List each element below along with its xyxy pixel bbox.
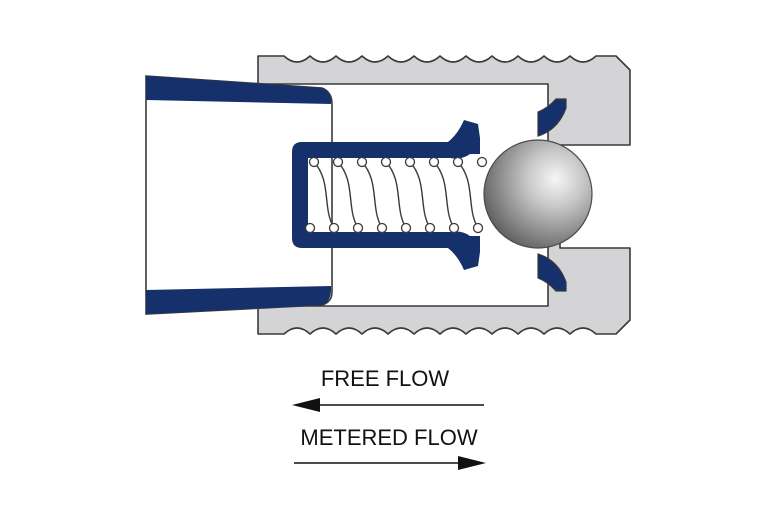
spring-coil-end (380, 156, 392, 168)
spring-coil-end (400, 222, 412, 234)
check-ball (483, 139, 593, 249)
spring-coil-end (332, 156, 344, 168)
spring-coil-end (428, 156, 440, 168)
spring-coil-end (308, 156, 320, 168)
spring-coil (337, 161, 359, 229)
spring-coil-end (452, 156, 464, 168)
inlet-tube-wall-top (146, 76, 332, 104)
arrow-right-icon (294, 456, 486, 470)
spring-coil (361, 161, 383, 229)
seat-seal-bottom (537, 253, 567, 292)
spring-coil-end (328, 222, 340, 234)
spring-coil-end (376, 222, 388, 234)
spring-coil-end (448, 222, 460, 234)
spring-coil (409, 161, 431, 229)
arrow-left-icon (292, 398, 484, 412)
seat-seal-top (537, 98, 567, 137)
spring-coil-end (476, 156, 488, 168)
compression-spring (304, 156, 488, 234)
free-flow-label: FREE FLOW (321, 366, 450, 391)
metered-flow-label: METERED FLOW (300, 425, 477, 450)
spring-coil (385, 161, 407, 229)
spring-coil-end (356, 156, 368, 168)
inlet-tube-wall-bottom (146, 286, 332, 314)
spring-coil-end (472, 222, 484, 234)
spring-coil (457, 161, 479, 229)
spring-coil-end (352, 222, 364, 234)
spring-coil (313, 161, 335, 229)
spring-coil-end (404, 156, 416, 168)
spring-coil (433, 161, 455, 229)
spring-coil-end (304, 222, 316, 234)
inlet-tube (145, 75, 333, 315)
spring-coil-end (424, 222, 436, 234)
